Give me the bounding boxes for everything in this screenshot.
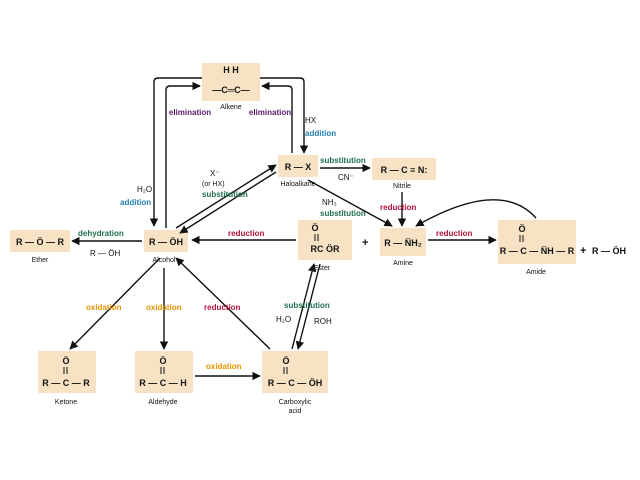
- aldehyde-label: Aldehyde: [148, 399, 177, 406]
- amine-formula: R — N̈H₂: [384, 238, 422, 248]
- amide-formula: R — C — N̈H — R: [500, 246, 575, 256]
- label-reduction-nitrile: reduction: [380, 203, 417, 212]
- label-elimination-left: elimination: [169, 108, 211, 117]
- alkene-formula: —C═C—: [212, 85, 249, 95]
- label-x-minus: X⁻: [210, 169, 220, 178]
- ester-formula-top: Ö: [311, 223, 318, 233]
- amide-label: Amide: [526, 269, 546, 276]
- arrow-acid-to-alcohol: [175, 257, 271, 350]
- amide-formula-top: Ö: [518, 224, 525, 234]
- label-h2o-ester: H₂O: [276, 315, 291, 324]
- label-reduction-ester: reduction: [228, 229, 265, 238]
- arrow-amide-to-amine: [415, 199, 537, 227]
- plus-sign-alcohol: +: [580, 245, 586, 257]
- label-substitution-halo: substitution: [202, 190, 248, 199]
- nitrile-label: Nitrile: [393, 183, 411, 190]
- alkene-formula-top: H H: [223, 65, 239, 75]
- arrow-alcohol-to-haloalkane: [175, 164, 277, 229]
- nitrile-formula: R — C ≡ N:: [381, 165, 428, 175]
- ether-node: R — Ö — R Ether: [10, 230, 70, 264]
- amine-label: Amine: [393, 260, 413, 267]
- label-h2o-left: H₂O: [137, 185, 152, 194]
- label-oxidation-acid: oxidation: [206, 362, 242, 371]
- arrow-haloalkane-to-alcohol: [179, 171, 277, 234]
- arrow-ester-to-acid: [295, 263, 321, 350]
- ketone-formula: R — C — R: [42, 378, 90, 388]
- aldehyde-formula: R — C — H: [139, 378, 187, 388]
- acid-label-line1: Carboxylic: [279, 399, 312, 406]
- aldehyde-formula-top: Ö: [159, 356, 166, 366]
- arrow-haloalkane-to-amine: [307, 179, 393, 227]
- amine-node: R — N̈H₂ Amine: [380, 228, 426, 267]
- label-r-oh-ether: R — ÖH: [90, 249, 120, 258]
- aldehyde-node: Ö R — C — H Aldehyde: [135, 351, 193, 406]
- alcohol-formula: R — ÖH: [149, 237, 183, 247]
- ester-label: Ester: [314, 265, 331, 272]
- haloalkane-formula: R — X: [285, 162, 312, 172]
- amide-node: Ö R — C — N̈H — R Amide: [498, 220, 576, 276]
- ketone-formula-top: Ö: [62, 356, 69, 366]
- alcohol-node: R — ÖH Alcohol: [144, 230, 188, 264]
- label-dehydration: dehydration: [78, 229, 124, 238]
- label-nh3: NH₃: [322, 198, 337, 207]
- label-reduction-acid: reduction: [204, 303, 241, 312]
- label-oxidation-ketone: oxidation: [86, 303, 122, 312]
- acid-label-line2: acid: [289, 408, 302, 415]
- nitrile-node: R — C ≡ N: Nitrile: [372, 158, 436, 190]
- ester-node: Ö RC ÖR Ester: [298, 220, 352, 272]
- arrow-acid-to-ester: [291, 263, 317, 350]
- arrow-alcohol-to-alkene: [165, 81, 201, 228]
- label-r-oh-amide: R — ÖH: [592, 246, 626, 256]
- haloalkane-node: R — X Haloalkane: [278, 155, 318, 188]
- label-cn-minus: CN⁻: [338, 173, 354, 182]
- label-addition-right: addition: [305, 129, 336, 138]
- label-hx: HX: [305, 116, 317, 125]
- label-addition-left: addition: [120, 198, 151, 207]
- ether-label: Ether: [32, 257, 49, 264]
- label-substitution-ester: substitution: [284, 301, 330, 310]
- label-roh-ester: ROH: [314, 317, 332, 326]
- ketone-label: Ketone: [55, 399, 77, 406]
- alkene-label: Alkene: [220, 104, 242, 111]
- label-reduction-amide: reduction: [436, 229, 473, 238]
- ester-formula: RC ÖR: [311, 244, 341, 254]
- acid-formula-top: Ö: [282, 356, 289, 366]
- arrow-alkene-to-alcohol: [149, 77, 202, 227]
- arrow-alcohol-to-ketone: [69, 257, 161, 350]
- plus-sign-amine: +: [362, 237, 368, 249]
- label-oxidation-aldehyde: oxidation: [146, 303, 182, 312]
- alcohol-label: Alcohol: [153, 257, 176, 264]
- haloalkane-label: Haloalkane: [280, 181, 315, 188]
- alkene-node: H H —C═C— Alkene: [202, 63, 260, 111]
- ketone-node: Ö R — C — R Ketone: [38, 351, 96, 406]
- carboxylic-acid-node: Ö R — C — ÖH Carboxylic acid: [262, 351, 328, 415]
- label-substitution-amine: substitution: [320, 209, 366, 218]
- label-or-hx: (or HX): [202, 181, 225, 188]
- label-substitution-nitrile: substitution: [320, 156, 366, 165]
- ether-formula: R — Ö — R: [16, 237, 65, 247]
- arrow-haloalkane-to-alkene: [261, 81, 293, 153]
- acid-formula: R — C — ÖH: [268, 378, 323, 388]
- label-elimination-right: elimination: [249, 108, 291, 117]
- arrow-alkene-to-haloalkane: [260, 77, 309, 154]
